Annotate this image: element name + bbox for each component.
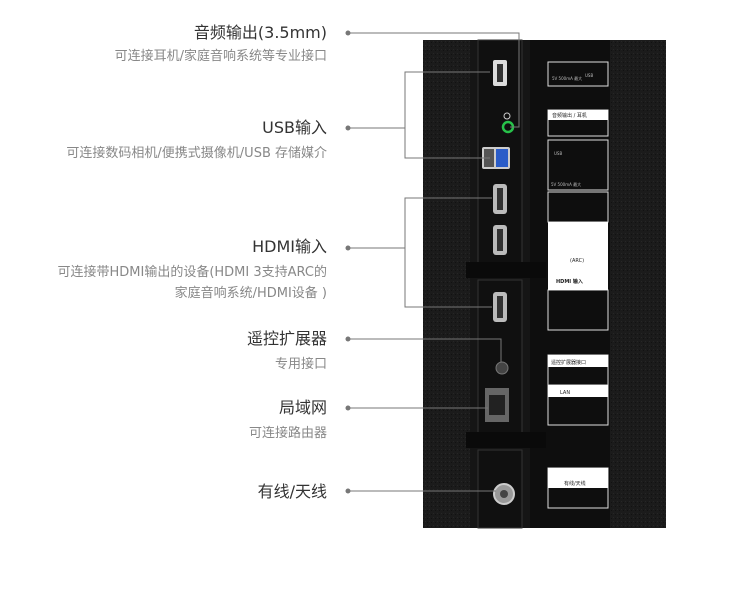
callout-line-hdmi (404, 197, 492, 308)
lan-tag: LAN (560, 390, 570, 396)
callout-title: 局域网 (278, 398, 327, 417)
callout-subtitle: 可连接数码相机/便携式摄像机/USB 存储媒介 (66, 146, 327, 161)
callout-line-usb (404, 71, 490, 159)
callout-title: 音频输出(3.5mm) (193, 23, 327, 42)
arc-tag: (ARC) (570, 258, 584, 264)
callout-title: HDMI输入 (252, 237, 327, 256)
callout-usb-input: USB输入 可连接数码相机/便携式摄像机/USB 存储媒介 (57, 117, 327, 164)
callout-remote-extender: 遥控扩展器 专用接口 (247, 328, 327, 375)
callout-antenna: 有线/天线 (258, 481, 327, 503)
antenna-tag: 有线/天线 (564, 480, 586, 487)
callout-title: 有线/天线 (257, 482, 327, 501)
callout-title: USB输入 (262, 118, 327, 137)
audio-tag: 音频输出 / 耳机 (552, 112, 587, 119)
svg-text:5V 500mA 最大: 5V 500mA 最大 (551, 181, 581, 187)
hdmi-tag: HDMI 输入 (556, 278, 583, 285)
remote-extender-jack (495, 361, 509, 375)
callout-audio-output: 音频输出(3.5mm) 可连接耳机/家庭音响系统等专业接口 (115, 22, 327, 67)
callout-line-audio (348, 32, 520, 128)
callout-hdmi-input: HDMI输入 可连接带HDMI输出的设备(HDMI 3支持ARC的家庭音响系统/… (52, 236, 327, 304)
callout-line-remote (348, 338, 502, 362)
callout-subtitle: 可连接带HDMI输出的设备(HDMI 3支持ARC的家庭音响系统/HDMI设备 … (57, 265, 327, 301)
callout-subtitle: 可连接耳机/家庭音响系统等专业接口 (114, 49, 327, 64)
svg-text:5V 500mA 最大: 5V 500mA 最大 (552, 75, 582, 81)
callout-lan: 局域网 可连接路由器 (249, 397, 327, 444)
usb1-tag: USB (585, 73, 593, 78)
callout-subtitle: 可连接路由器 (248, 426, 327, 441)
callout-lines (348, 32, 520, 492)
callout-title: 遥控扩展器 (246, 329, 327, 348)
remote-tag: 遥控扩展器接口 (551, 359, 586, 366)
svg-text:USB: USB (554, 151, 562, 156)
callout-subtitle: 专用接口 (274, 357, 327, 372)
